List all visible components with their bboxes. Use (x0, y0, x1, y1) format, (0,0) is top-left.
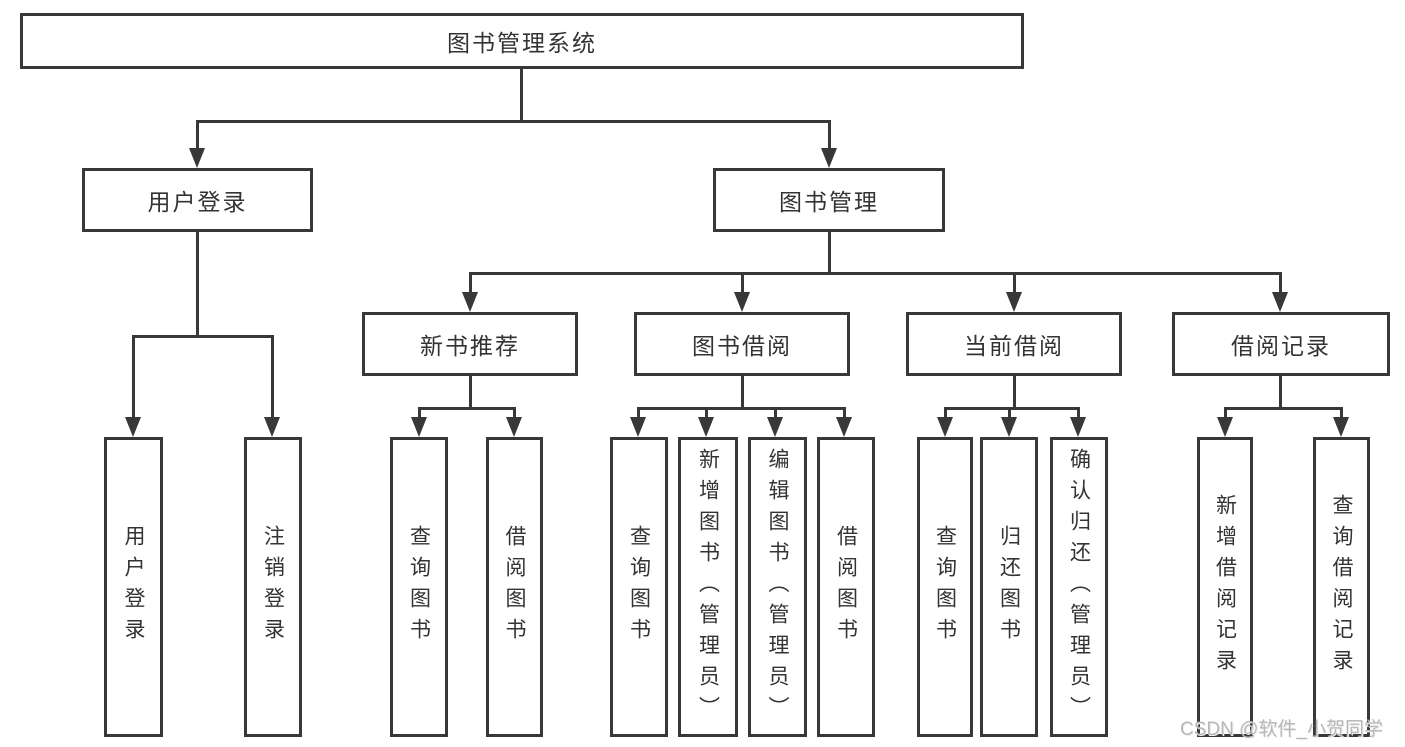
leaf-label: 查询图书 (933, 525, 957, 649)
connector-line (741, 376, 744, 407)
leaf-query-books-recommend: 查询图书 (390, 437, 448, 737)
connector-line (1077, 407, 1080, 419)
connector-line (944, 407, 1080, 410)
connector-line (196, 120, 831, 123)
connector-arrowhead (821, 148, 837, 168)
connector-line (705, 407, 708, 419)
leaf-label: 借阅图书 (503, 525, 526, 649)
leaf-label: 确认归还（管理员） (1067, 447, 1091, 727)
leaf-label: 新增图书（管理员） (696, 447, 720, 727)
connector-line (1340, 407, 1343, 419)
connector-arrowhead (1333, 417, 1349, 437)
leaf-borrow-books: 借阅图书 (817, 437, 875, 737)
leaf-borrow-books-recommend: 借阅图书 (486, 437, 543, 737)
connector-line (196, 232, 199, 335)
connector-arrowhead (1070, 417, 1086, 437)
connector-line (520, 69, 523, 120)
leaf-label: 编辑图书（管理员） (766, 447, 789, 727)
connector-arrowhead (937, 417, 953, 437)
connector-arrowhead (1272, 292, 1288, 312)
connector-arrowhead (264, 417, 280, 437)
csdn-watermark: CSDN @软件_小贺同学 (1180, 719, 1383, 740)
connector-line (418, 407, 421, 419)
leaf-logout: 注销登录 (244, 437, 302, 737)
leaf-query-books-borrowing: 查询图书 (610, 437, 668, 737)
node-label: 借阅记录 (1231, 333, 1331, 359)
connector-line (418, 407, 516, 410)
connector-line (774, 407, 777, 419)
node-book-borrowing: 图书借阅 (634, 312, 850, 376)
leaf-label: 新增借阅记录 (1213, 494, 1237, 680)
node-current-borrowing: 当前借阅 (906, 312, 1122, 376)
connector-arrowhead (630, 417, 646, 437)
node-book-management: 图书管理 (713, 168, 945, 232)
connector-line (132, 335, 135, 417)
leaf-label: 借阅图书 (834, 525, 858, 649)
connector-line (1008, 407, 1011, 419)
connector-arrowhead (506, 417, 522, 437)
connector-line (637, 407, 844, 410)
connector-line (1013, 272, 1016, 294)
connector-line (271, 335, 274, 417)
connector-line (828, 232, 831, 272)
connector-arrowhead (189, 148, 205, 168)
connector-line (1279, 376, 1282, 407)
connector-line (741, 272, 744, 294)
connector-line (828, 120, 831, 150)
connector-arrowhead (767, 417, 783, 437)
leaf-label: 查询图书 (407, 525, 431, 649)
connector-line (196, 120, 199, 150)
leaf-edit-books-admin: 编辑图书（管理员） (748, 437, 807, 737)
leaf-label: 归还图书 (997, 525, 1021, 649)
connector-line (944, 407, 947, 419)
connector-line (469, 376, 472, 407)
leaf-label: 注销登录 (261, 525, 285, 649)
node-label: 图书管理系统 (447, 30, 597, 56)
connector-line (1279, 272, 1282, 294)
leaf-label: 查询图书 (627, 525, 651, 649)
connector-line (1013, 376, 1016, 407)
connector-arrowhead (1006, 292, 1022, 312)
node-label: 新书推荐 (420, 333, 520, 359)
node-label: 图书借阅 (692, 333, 792, 359)
connector-arrowhead (125, 417, 141, 437)
connector-arrowhead (836, 417, 852, 437)
node-borrowing-records: 借阅记录 (1172, 312, 1390, 376)
connector-arrowhead (411, 417, 427, 437)
connector-line (469, 272, 1282, 275)
leaf-add-borrow-record: 新增借阅记录 (1197, 437, 1253, 737)
leaf-user-login: 用户登录 (104, 437, 163, 737)
connector-arrowhead (1217, 417, 1233, 437)
node-user-login: 用户登录 (82, 168, 313, 232)
leaf-label: 用户登录 (122, 525, 145, 649)
connector-arrowhead (1001, 417, 1017, 437)
connector-line (513, 407, 516, 419)
connector-line (132, 335, 274, 338)
node-library-management-system: 图书管理系统 (20, 13, 1024, 69)
node-label: 当前借阅 (964, 333, 1064, 359)
leaf-return-books: 归还图书 (980, 437, 1038, 737)
leaf-query-books-current: 查询图书 (917, 437, 973, 737)
node-label: 图书管理 (779, 189, 879, 215)
connector-arrowhead (698, 417, 714, 437)
connector-line (843, 407, 846, 419)
connector-arrowhead (734, 292, 750, 312)
connector-line (1224, 407, 1227, 419)
connector-line (637, 407, 640, 419)
connector-arrowhead (462, 292, 478, 312)
node-new-book-recommendation: 新书推荐 (362, 312, 578, 376)
leaf-query-borrow-record: 查询借阅记录 (1313, 437, 1370, 737)
leaf-confirm-return-admin: 确认归还（管理员） (1050, 437, 1108, 737)
connector-line (1224, 407, 1342, 410)
connector-line (469, 272, 472, 294)
leaf-add-books-admin: 新增图书（管理员） (678, 437, 738, 737)
leaf-label: 查询借阅记录 (1330, 494, 1353, 680)
node-label: 用户登录 (147, 189, 248, 215)
